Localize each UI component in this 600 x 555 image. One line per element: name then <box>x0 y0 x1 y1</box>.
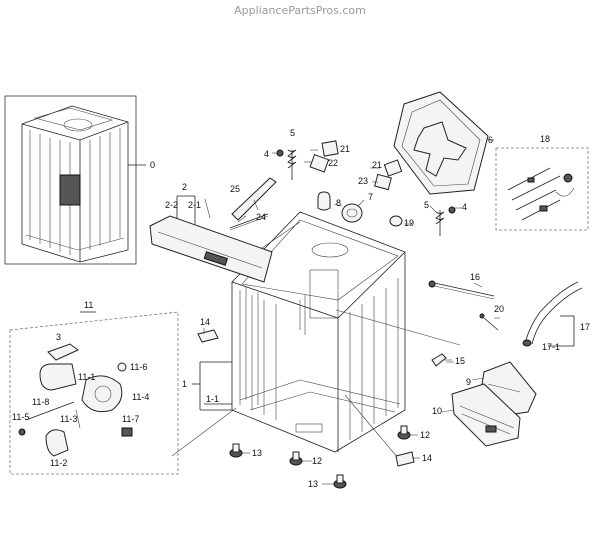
callout-11-4: 11-4 <box>132 392 149 402</box>
callout-12a: 12 <box>420 430 430 440</box>
wire-harness-box <box>495 147 589 231</box>
callout-11-7: 11-7 <box>122 414 139 424</box>
callout-5a: 5 <box>290 128 295 138</box>
drain-pump-assembly <box>9 311 179 475</box>
callout-17-1: 17-1 <box>542 342 560 352</box>
callout-24: 24 <box>256 212 266 222</box>
callout-5b: 5 <box>424 200 429 210</box>
callout-14a: 14 <box>200 317 210 327</box>
callout-10: 10 <box>432 406 442 416</box>
callout-2-2: 2-2 <box>165 200 178 210</box>
callout-21a: 21 <box>340 144 350 154</box>
callout-labels: 0 2 2-2 2-1 25 24 5 4 21 22 8 7 23 21 19… <box>12 128 590 489</box>
callout-20: 20 <box>494 304 504 314</box>
callout-11-6: 11-6 <box>130 362 147 372</box>
callout-16: 16 <box>470 272 480 282</box>
callout-22: 22 <box>328 158 338 168</box>
detergent-dispenser <box>451 361 537 447</box>
callout-1: 1 <box>182 379 187 389</box>
cross-brace <box>229 177 277 231</box>
callout-14b: 14 <box>422 453 432 463</box>
callout-2-1: 2-1 <box>188 200 201 210</box>
base-brackets <box>197 329 415 467</box>
callout-9: 9 <box>466 377 471 387</box>
callout-12b: 12 <box>312 456 322 466</box>
callout-3: 3 <box>56 332 61 342</box>
callout-13b: 13 <box>308 479 318 489</box>
suspension-springs <box>272 149 462 236</box>
top-cover <box>393 91 494 195</box>
callout-19: 19 <box>404 218 414 228</box>
rod-and-hoses <box>428 280 583 347</box>
callout-18: 18 <box>540 134 550 144</box>
callout-11-8: 11-8 <box>32 397 49 407</box>
hanger-brackets <box>309 140 403 227</box>
callout-15: 15 <box>455 356 465 366</box>
callout-1-1: 1-1 <box>206 394 219 404</box>
callout-13a: 13 <box>252 448 262 458</box>
callout-17: 17 <box>580 322 590 332</box>
watermark: AppliancePartsPros.com <box>234 4 366 17</box>
callout-11-3: 11-3 <box>60 414 77 424</box>
callout-4b: 4 <box>462 202 467 212</box>
callout-4a: 4 <box>264 149 269 159</box>
leader-lines <box>203 149 500 485</box>
callout-21b: 21 <box>372 160 382 170</box>
hinge-pins <box>431 353 452 367</box>
callout-8: 8 <box>336 198 341 208</box>
callout-25: 25 <box>230 184 240 194</box>
callout-11-2: 11-2 <box>50 458 67 468</box>
control-panel <box>149 195 273 283</box>
inset-assembly <box>4 95 146 265</box>
callout-23: 23 <box>358 176 368 186</box>
callout-0: 0 <box>150 160 155 170</box>
callout-6: 6 <box>488 135 493 145</box>
callout-2: 2 <box>182 182 187 192</box>
callout-11: 11 <box>84 300 93 310</box>
callout-7: 7 <box>368 192 373 202</box>
callout-11-1: 11-1 <box>78 372 95 382</box>
callout-11-5: 11-5 <box>12 412 29 422</box>
